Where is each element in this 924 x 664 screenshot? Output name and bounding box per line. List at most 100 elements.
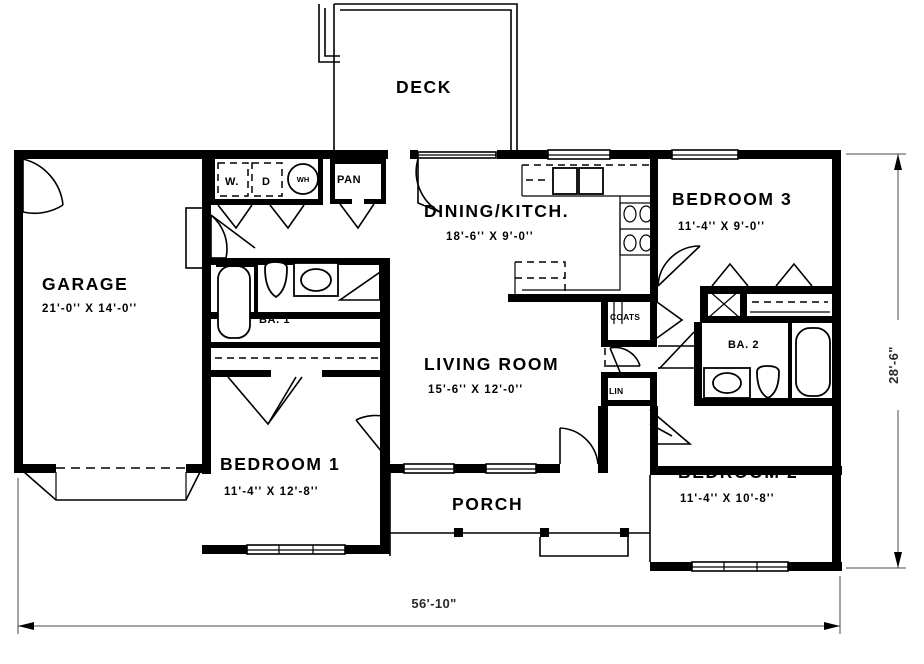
wall-garage-bottom-left [14, 464, 56, 473]
porch-steps [539, 537, 629, 557]
dim-right-arrow-bottom [894, 552, 902, 568]
wall-right-exterior [832, 150, 841, 570]
bed1-closet-bifold-right [267, 376, 303, 425]
wall-left-exterior [14, 150, 23, 472]
wall-top-deckdoor-jamb [410, 150, 418, 159]
dim-bottom-arrow-left [18, 622, 34, 630]
linen-door-leaf [609, 347, 621, 373]
linen-closet: LIN [601, 346, 657, 406]
dim-right-arrow-top [894, 154, 902, 170]
washer-icon [217, 162, 249, 197]
bedroom3-label: BEDROOM 3 [672, 189, 792, 209]
bedroom1-closet [211, 342, 386, 426]
dimension-annotations: 56'-10" 28'-6" [17, 153, 910, 634]
bath1-door-leaf [337, 267, 387, 301]
living-room-label: LIVING ROOM [424, 354, 559, 374]
wall-garage-right-lower [202, 258, 211, 474]
dryer-label: D [262, 176, 271, 188]
hall-partition-wall [598, 406, 608, 472]
tub-ledge [216, 264, 254, 267]
washer-label: W. [225, 176, 239, 188]
room-bedroom-2: BEDROOM 2 11'-4'' X 10'-8'' [649, 406, 842, 572]
bed3-door-arc [657, 245, 701, 287]
bed3-closet-bifold-left [711, 262, 749, 287]
coats-rod [613, 302, 623, 324]
wall-garage-right-upper [202, 150, 211, 270]
bed3-closet-x [707, 289, 741, 319]
coats-door-leaf [656, 301, 684, 339]
wall-garage-partition [202, 150, 211, 474]
laundry-bottom-wall [211, 199, 322, 205]
pantry-label: PAN [337, 174, 361, 186]
coats-closet: COATS [601, 300, 684, 347]
bath2-tub-icon [795, 327, 831, 397]
fridge-dash [515, 261, 566, 296]
bath1-top-wall [211, 258, 386, 265]
tub-divider [254, 264, 258, 312]
living-front-wall-left [390, 464, 560, 473]
wall-garage-bottom-right [186, 464, 211, 473]
burner-3-icon [623, 234, 637, 252]
dryer-icon [251, 162, 283, 197]
bed1-closet-bottom-left [211, 370, 271, 377]
garage-entry-door-arc [22, 158, 64, 206]
linen-label: LIN [609, 386, 623, 396]
sink-basin-right-icon [578, 167, 604, 195]
porch-post-2 [540, 528, 549, 537]
pantry-bifold [339, 203, 375, 230]
water-heater-label: WH [297, 175, 310, 184]
kitchen-right-wall-upper [650, 159, 658, 259]
bed1-door-arc [355, 414, 391, 421]
bath1-bottom-wall [211, 312, 386, 319]
bath2-left-wall [694, 322, 702, 406]
laundry-utility-area: W. D WH PAN [211, 159, 386, 230]
wall-top-garage [14, 150, 210, 159]
bed1-door-leaf [355, 419, 391, 463]
garage-dimension: 21'-0'' X 14'-0'' [42, 303, 137, 315]
room-porch: PORCH [389, 473, 651, 562]
bedroom1-label: BEDROOM 1 [220, 454, 340, 474]
garage-house-door-arc [210, 214, 228, 259]
garage-label: GARAGE [42, 274, 128, 294]
wall-top-bedroom3 [655, 150, 840, 159]
deck-label: DECK [396, 77, 452, 97]
deck-step-outer [318, 4, 340, 63]
bed2-window-mullions [692, 562, 788, 571]
laundry-bifold-left [217, 204, 253, 230]
bed2-door-leaf [649, 409, 693, 445]
bath2-tub-wall [788, 322, 792, 402]
dim-right-text-bg [886, 320, 910, 410]
porch-post-3 [620, 528, 629, 537]
laundry-left-jamb [211, 159, 215, 203]
room-bath-1: BA. 1 [211, 258, 387, 339]
bath2-sink-basin-icon [712, 372, 742, 394]
bed3-closet-divider [740, 286, 747, 322]
bath1-sink-basin-icon [300, 268, 332, 292]
bedroom1-dimension: 11'-4'' X 12'-8'' [224, 486, 319, 498]
bed1-closet-bottom-right [322, 370, 386, 377]
garage-entry-door-arc2 [22, 204, 64, 215]
living-room-dimension: 15'-6'' X 12'-0'' [428, 384, 523, 396]
deck-door-arc [415, 158, 441, 213]
laundry-right-jamb [318, 159, 323, 205]
kitchen-bottom-wall [508, 294, 656, 302]
coats-left-wall [601, 300, 608, 346]
linen-door-arc [609, 346, 641, 367]
bath2-bottom-wall [694, 398, 840, 406]
bed1-window-mullions [247, 545, 345, 554]
pantry-right-jamb [381, 159, 386, 203]
hall-door-cluster [658, 345, 694, 369]
bath1-label: BA. 1 [259, 314, 290, 326]
porch-post-1 [454, 528, 463, 537]
room-living: LIVING ROOM 15'-6'' X 12'-0'' [390, 354, 608, 474]
dim-bottom-arrow-right [824, 622, 840, 630]
room-deck: DECK [318, 3, 518, 152]
bed3-closet-left [700, 286, 708, 322]
pantry-top [330, 159, 386, 164]
front-door-arc [559, 427, 599, 465]
deck-door-leaf [417, 159, 441, 213]
garage-door-apron [23, 471, 201, 501]
laundry-bifold-right [269, 204, 305, 230]
